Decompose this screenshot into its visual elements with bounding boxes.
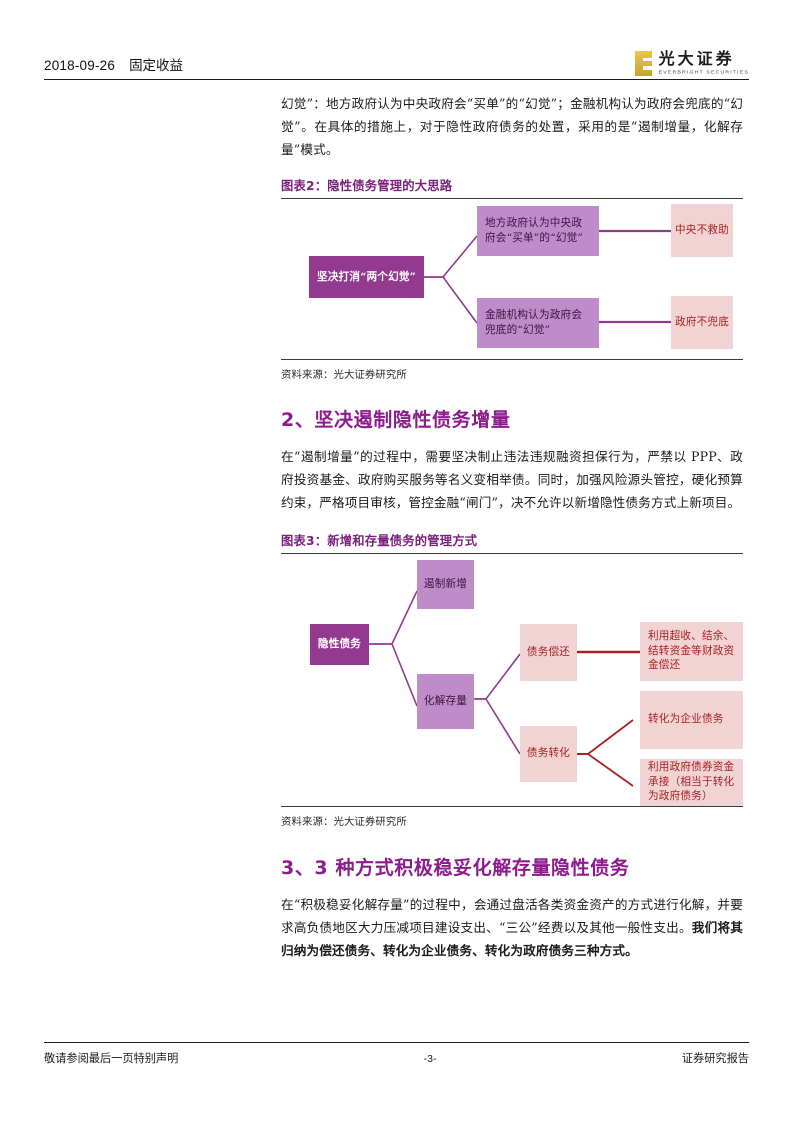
figure-2: 图表2：隐性债务管理的大思路 坚决打消“两个幻觉” 地方政府认为中央政府会“买单… <box>281 176 743 381</box>
section-3-heading: 3、3 种方式积极稳妥化解存量隐性债务 <box>281 856 630 879</box>
company-logo: 光大证券 EVERBRIGHT SECURITIES <box>634 49 749 76</box>
fig2-node-branch-2: 金融机构认为政府会兜底的“幻觉” <box>477 298 599 348</box>
section-3-paragraph: 在“积极稳妥化解存量”的过程中，会通过盘活各类资金资产的方式进行化解，并要求高负… <box>281 893 743 962</box>
header-left-group: 2018-09-26 固定收益 <box>44 54 183 74</box>
figure-3: 图表3：新增和存量债务的管理方式 <box>281 531 743 828</box>
section-3-paragraph-normal: 在“积极稳妥化解存量”的过程中，会通过盘活各类资金资产的方式进行化解，并要求高负… <box>281 897 743 936</box>
logo-text-group: 光大证券 EVERBRIGHT SECURITIES <box>658 49 749 76</box>
figure-3-source: 资料来源：光大证券研究所 <box>281 815 407 828</box>
footer-disclaimer: 敬请参阅最后一页特别声明 <box>44 1052 179 1065</box>
figure-3-diagram: 隐性债务 遏制新增 化解存量 债务偿还 债务转化 利用超收、结余、结转资金等财政… <box>281 554 743 806</box>
fig2-node-leaf-1: 中央不救助 <box>671 204 733 257</box>
figure-2-bottom-rule <box>281 359 743 360</box>
figure-3-bottom-rule <box>281 805 743 807</box>
figure-2-top-rule <box>281 198 743 199</box>
fig3-node-mid-2: 化解存量 <box>417 673 474 729</box>
section-3-paragraph-bold: 我们将其归纳为偿还债务、转化为企业债务、转化为政府债务三种方式。 <box>281 920 744 959</box>
everbright-e-mark-icon <box>634 51 652 76</box>
intro-paragraph: 幻觉”：地方政府认为中央政府会“买单”的“幻觉”；金融机构认为政府会兜底的“幻觉… <box>281 96 743 157</box>
fig3-node-mid-1: 遏制新增 <box>417 559 474 609</box>
figure-3-top-rule <box>281 552 743 554</box>
content-column: 幻觉”：地方政府认为中央政府会“买单”的“幻觉”；金融机构认为政府会兜底的“幻觉… <box>281 92 743 962</box>
fig3-node-leaf-3: 利用政府债券资金承接（相当于转化为政府债务） <box>640 758 743 806</box>
fig3-node-leaf-2: 转化为企业债务 <box>640 690 743 749</box>
fig2-node-root: 坚决打消“两个幻觉” <box>309 256 424 298</box>
logo-name-cn: 光大证券 <box>658 49 735 69</box>
fig3-node-root: 隐性债务 <box>310 623 369 665</box>
report-date: 2018-09-26 <box>44 58 116 73</box>
figure-2-source: 资料来源：光大证券研究所 <box>281 369 407 381</box>
page-footer: 敬请参阅最后一页特别声明 -3- 证券研究报告 <box>44 1042 749 1066</box>
figure-2-caption: 图表2：隐性债务管理的大思路 <box>281 179 453 193</box>
figure-2-connectors <box>424 229 671 324</box>
fig2-node-leaf-2: 政府不兜底 <box>671 296 733 349</box>
fig3-node-sub-2: 债务转化 <box>520 725 577 782</box>
section-2-heading: 2、坚决遏制隐性债务增量 <box>281 409 511 431</box>
report-category: 固定收益 <box>129 58 184 74</box>
figure-3-connectors <box>369 590 640 787</box>
footer-report-type: 证券研究报告 <box>681 1052 749 1065</box>
fig3-node-sub-1: 债务偿还 <box>520 623 577 681</box>
section-2-paragraph: 在“遏制增量”的过程中，需要坚决制止违法违规融资担保行为，严禁以 PPP、政府投… <box>281 448 743 510</box>
fig3-node-leaf-1: 利用超收、结余、结转资金等财政资金偿还 <box>640 621 743 681</box>
fig2-node-branch-1: 地方政府认为中央政府会“买单”的“幻觉” <box>477 206 599 256</box>
logo-name-en: EVERBRIGHT SECURITIES <box>658 69 749 76</box>
figure-3-caption: 图表3：新增和存量债务的管理方式 <box>281 533 478 548</box>
page-number: -3- <box>423 1053 437 1065</box>
page-header: 2018-09-26 固定收益 光大证券 EVERBRIGHT SECURITI… <box>44 44 749 80</box>
figure-2-diagram: 坚决打消“两个幻觉” 地方政府认为中央政府会“买单”的“幻觉” 金融机构认为政府… <box>281 199 743 359</box>
